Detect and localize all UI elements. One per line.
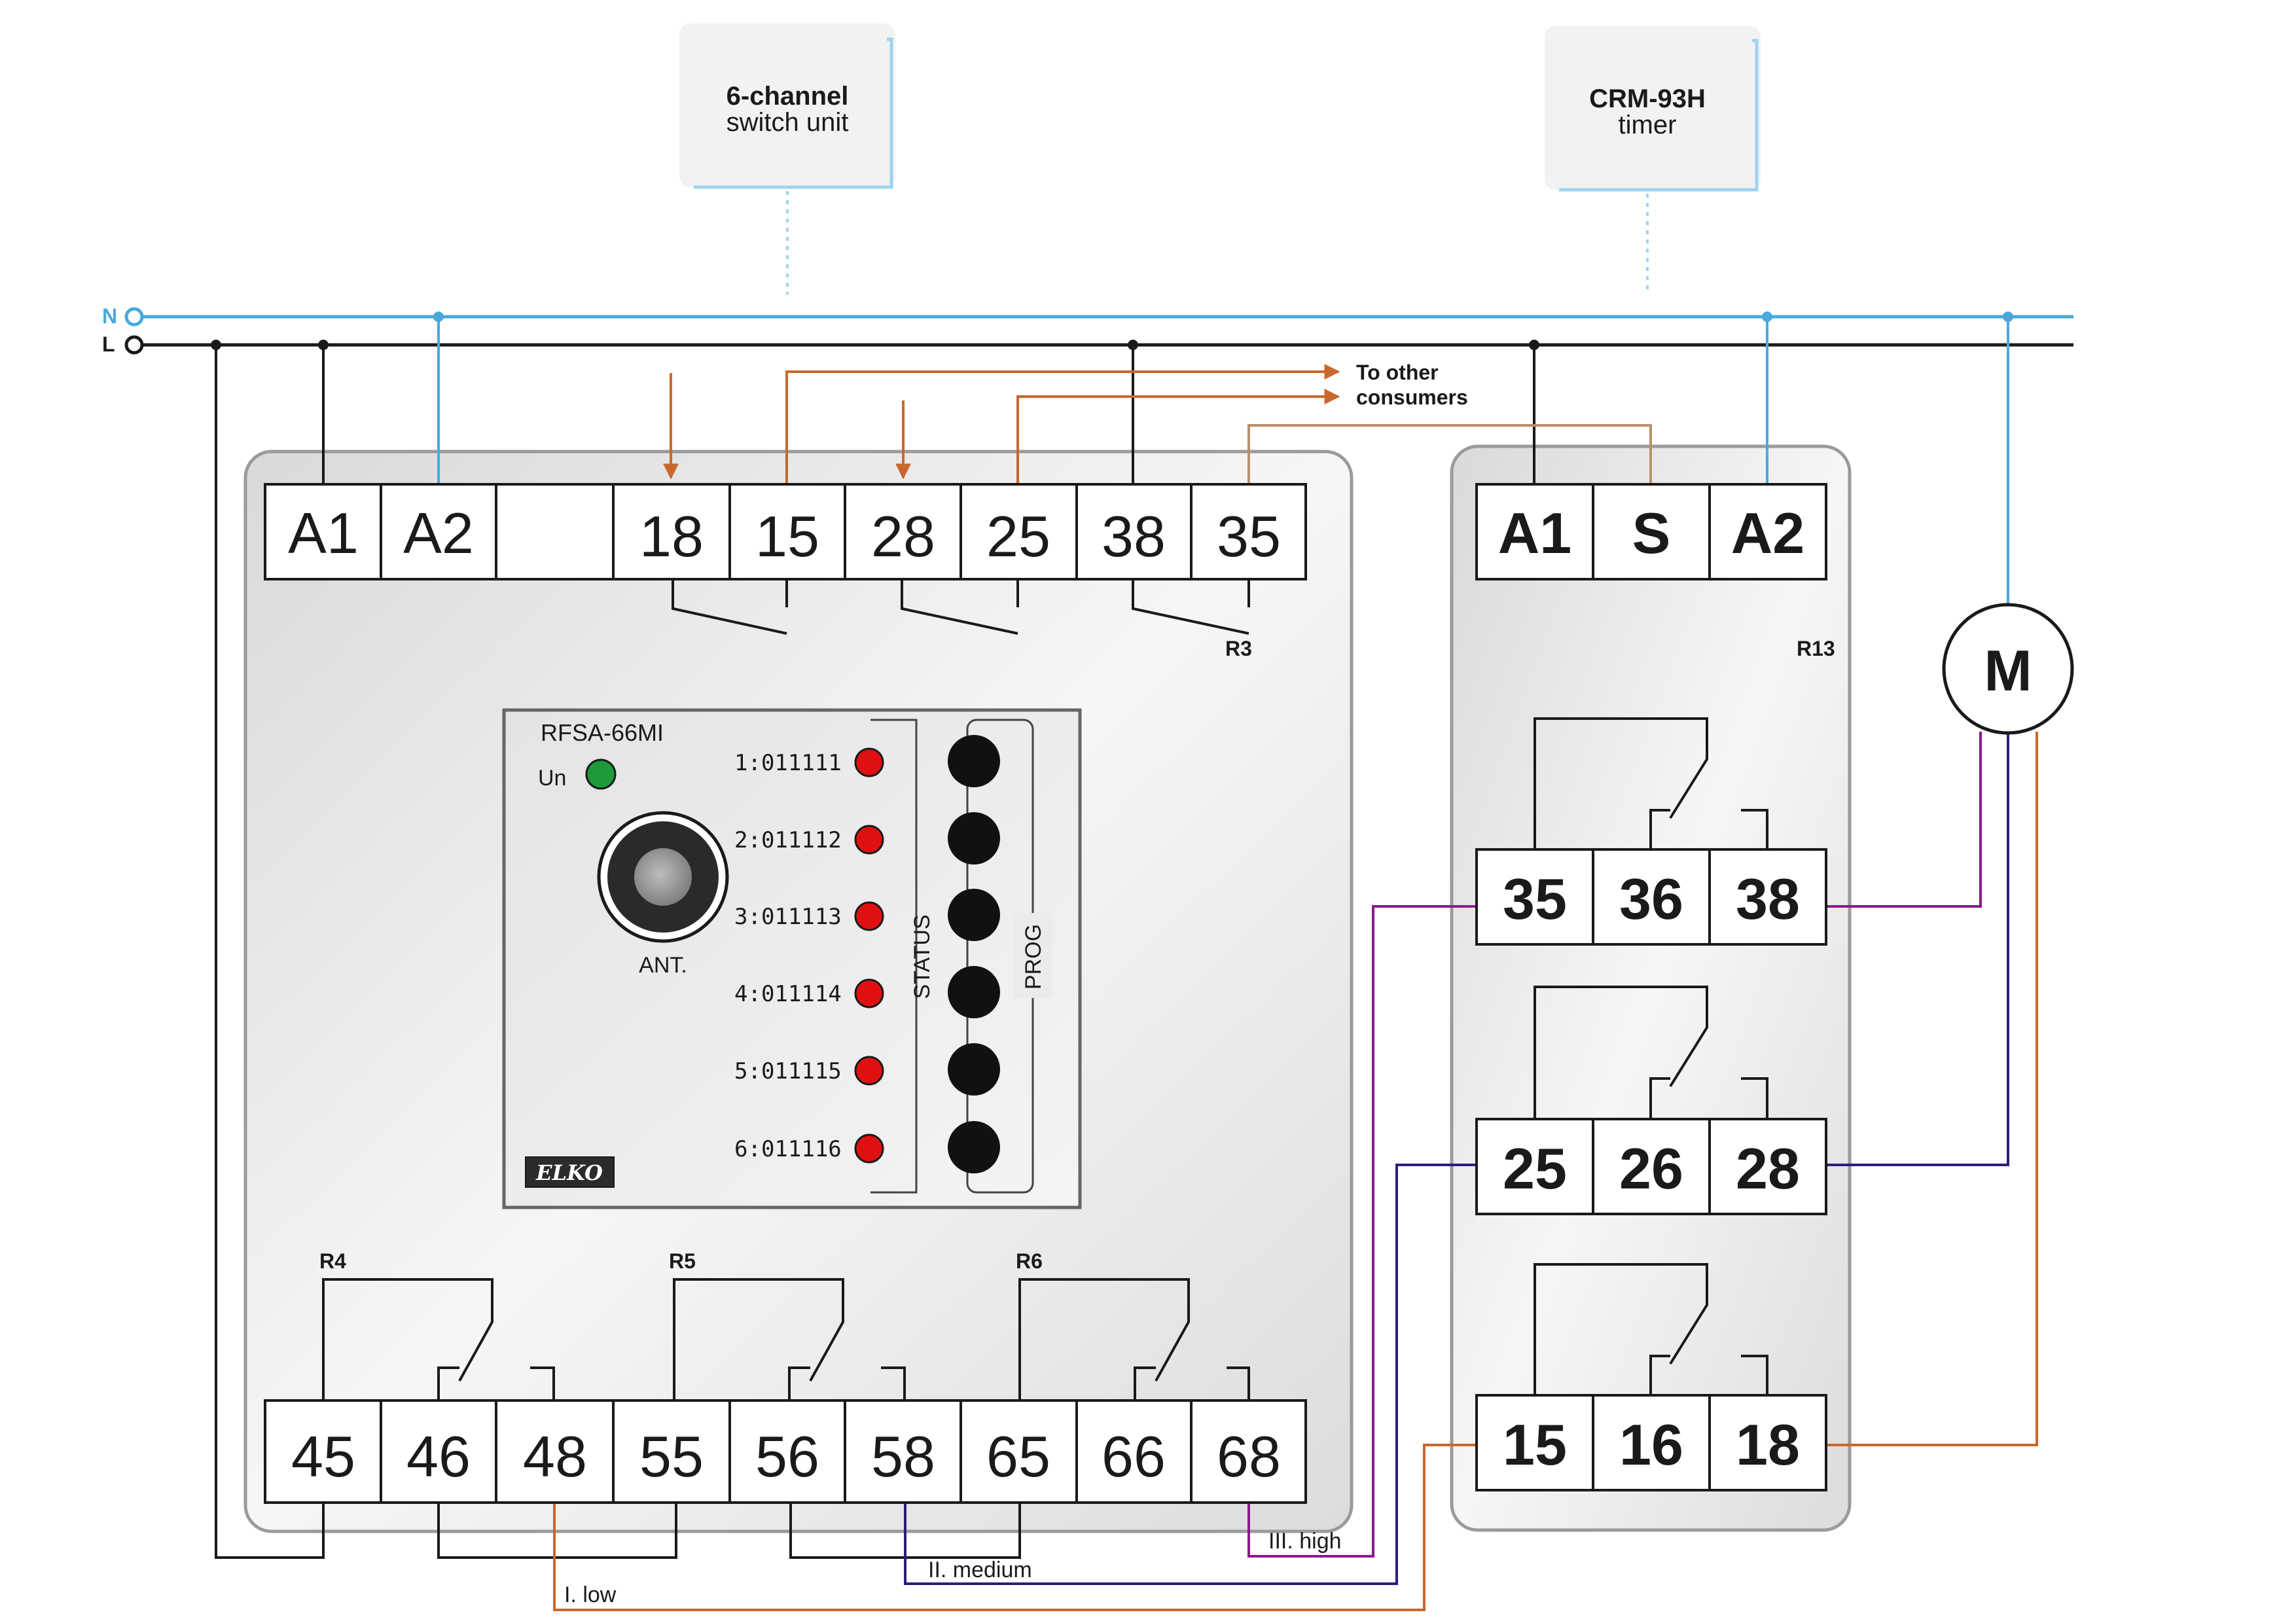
- prog-button-4[interactable]: [948, 966, 1000, 1018]
- relay-label-r3: R3: [1225, 637, 1252, 660]
- terminal-25: 25: [986, 504, 1050, 569]
- terminal-66: 66: [1102, 1424, 1166, 1489]
- terminal-38: 38: [1102, 504, 1166, 569]
- power-led: [585, 758, 617, 790]
- relay-label-r6: R6: [1016, 1249, 1043, 1273]
- crm-terminal-25: 25: [1503, 1136, 1567, 1201]
- prog-button-1[interactable]: [948, 735, 1000, 787]
- status-label: STATUS: [910, 914, 935, 999]
- terminal-28: 28: [871, 504, 935, 569]
- motor: M: [1942, 603, 2074, 735]
- crm-terminal-36: 36: [1619, 866, 1683, 931]
- status-led-1: [854, 747, 884, 777]
- terminal-55: 55: [639, 1424, 704, 1489]
- channel-3-label: 3:011113: [734, 904, 842, 930]
- speed-low-label: I. low: [564, 1582, 617, 1607]
- crm-terminal-group-3: 35 36 38: [1475, 848, 1827, 946]
- crm-terminal-28: 28: [1736, 1136, 1800, 1201]
- prog-button-2[interactable]: [948, 812, 1000, 865]
- channel-2-label: 2:011112: [734, 827, 842, 853]
- live-bus: L: [102, 332, 2073, 356]
- crm-terminal-s: S: [1632, 501, 1671, 565]
- crm-terminal-18: 18: [1736, 1412, 1800, 1477]
- other-consumers-line2: consumers: [1356, 385, 1468, 409]
- terminal-46: 46: [406, 1424, 471, 1489]
- model-label: RFSA-66MI: [541, 719, 664, 746]
- channel-4-label: 4:011114: [734, 981, 842, 1007]
- motor-label: M: [1984, 638, 2032, 703]
- crm-terminal-group-2: 25 26 28: [1475, 1118, 1827, 1215]
- channel-1-label: 1:011111: [734, 750, 842, 776]
- crm-relay-contacts: [1534, 717, 1768, 1395]
- neutral-label: N: [102, 304, 117, 328]
- neutral-bus: N: [102, 304, 2073, 328]
- terminal-58: 58: [871, 1424, 935, 1489]
- terminal-a1: A1: [288, 501, 359, 565]
- terminal-68: 68: [1217, 1424, 1281, 1489]
- terminal-a2: A2: [403, 501, 474, 565]
- rfsa-top-terminals: A1 A2 18 15 28 25 38 35: [264, 483, 1307, 580]
- prog-label: PROG: [1021, 924, 1046, 990]
- terminal-45: 45: [291, 1424, 355, 1489]
- relay-label-r5: R5: [669, 1249, 696, 1273]
- timer-callout: CRM-93H timer: [1545, 26, 1761, 294]
- other-consumers-line1: To other: [1356, 361, 1439, 384]
- elko-logo-text: ELKO: [535, 1160, 603, 1185]
- crm-terminal-35: 35: [1503, 866, 1567, 931]
- crm-terminal-a1: A1: [1498, 501, 1572, 565]
- crm-terminal-16: 16: [1619, 1412, 1683, 1477]
- rfsa-front-panel: RFSA-66MI Un ANT. 1:011111 2:011112 3:01…: [502, 708, 1082, 1209]
- speed-medium-label: II. medium: [928, 1558, 1032, 1582]
- elko-logo: ELKO: [525, 1156, 615, 1188]
- rfsa-top-relay-contacts: [672, 579, 1250, 635]
- prog-button-3[interactable]: [948, 889, 1000, 941]
- terminal-48: 48: [523, 1424, 587, 1489]
- crm-terminal-38: 38: [1736, 866, 1800, 931]
- crm-terminal-15: 15: [1503, 1412, 1567, 1477]
- terminal-65: 65: [986, 1424, 1050, 1489]
- switch-unit-subtitle: switch unit: [726, 108, 849, 137]
- speed-wiring: I. low II. medium III. high: [553, 732, 2038, 1611]
- crm-terminal-a2: A2: [1731, 501, 1805, 565]
- un-label: Un: [538, 766, 566, 791]
- power-wiring: [211, 312, 2013, 1559]
- antenna-knob[interactable]: [634, 848, 692, 906]
- channel-6-label: 6:011116: [734, 1136, 842, 1162]
- relay-label-r4: R4: [319, 1249, 346, 1273]
- channel-5-label: 5:011115: [734, 1058, 842, 1084]
- terminal-18: 18: [639, 504, 704, 569]
- status-led-3: [854, 901, 884, 931]
- antenna-label: ANT.: [639, 953, 687, 978]
- status-led-5: [854, 1056, 884, 1086]
- status-led-4: [854, 978, 884, 1008]
- live-label: L: [102, 332, 115, 356]
- contact-input-arrows: To other consumers: [663, 361, 1468, 484]
- rfsa-bottom-relay-contacts: [322, 1278, 1250, 1400]
- prog-button-5[interactable]: [948, 1043, 1000, 1096]
- timer-subtitle: timer: [1619, 111, 1677, 139]
- crm-terminal-group-1: 15 16 18: [1475, 1394, 1827, 1491]
- prog-button-6[interactable]: [948, 1121, 1000, 1173]
- status-led-2: [854, 825, 884, 855]
- switch-unit-title: 6-channel: [726, 82, 849, 111]
- speed-high-label: III. high: [1268, 1529, 1342, 1554]
- crm-top-terminals: A1 S A2: [1475, 483, 1827, 580]
- status-led-6: [854, 1133, 884, 1164]
- crm-terminal-26: 26: [1619, 1136, 1683, 1201]
- terminal-56: 56: [755, 1424, 819, 1489]
- timer-title: CRM-93H: [1589, 84, 1706, 113]
- rfsa-bottom-terminals: 45 46 48 55 56 58 65 66 68: [264, 1399, 1307, 1504]
- terminal-35: 35: [1217, 504, 1281, 569]
- switch-unit-callout: 6-channel switch unit: [679, 24, 895, 294]
- terminal-15: 15: [755, 504, 819, 569]
- relay-label-r13: R13: [1797, 637, 1835, 660]
